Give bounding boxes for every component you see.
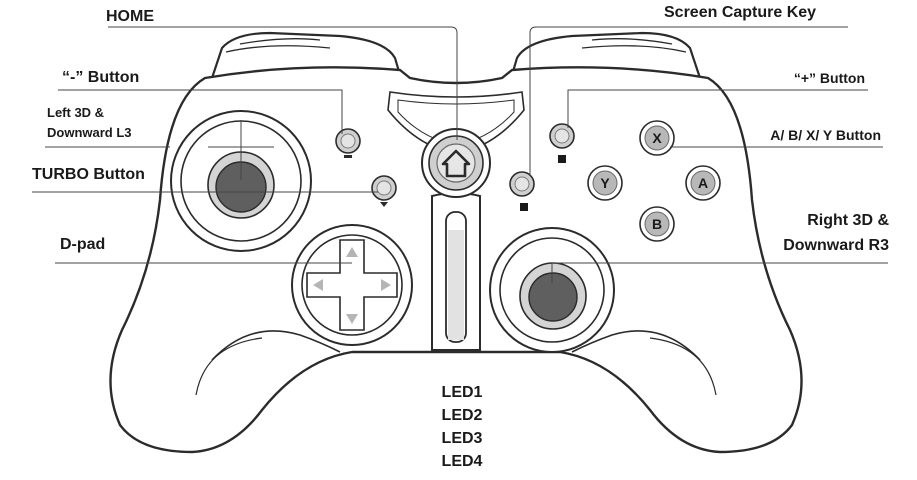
screen-capture-button-inner [514,176,530,192]
leader-right-3d [551,262,888,283]
face-button-a-letter: A [698,175,708,191]
label-home: HOME [106,8,154,25]
label-plus-button: “+” Button [793,70,865,86]
led-window-shade [448,230,464,340]
right-bumper-ridge [581,45,687,53]
center-top-panel-inner [397,99,515,143]
turbo-icon [380,202,388,207]
dpad-right-icon [381,279,391,291]
face-button-x-letter: X [652,130,662,146]
dpad-up-icon [346,247,358,257]
plus-icon [558,155,566,163]
leader-home [108,26,458,140]
left-bumper-ridge [239,38,321,45]
right-bumper-ridge [591,38,673,45]
minus-icon [344,155,352,158]
label-minus-button: “-” Button [62,69,140,86]
dpad-down-icon [346,314,358,324]
minus-button-inner [340,133,356,149]
label-led1: LED1 [441,384,483,401]
label-led4: LED4 [441,453,483,470]
leader-screen-capture [529,26,848,176]
face-button-y-letter: Y [600,175,610,191]
label-screen-capture: Screen Capture Key [664,4,817,21]
right-grip-contour-inner [649,337,717,396]
face-button-x: X [639,120,675,156]
left-grip-contour-inner [195,337,263,396]
center-top-panel [387,91,525,151]
label-left-3d-line2: Downward L3 [47,125,132,140]
face-button-y: Y [587,165,623,201]
label-led3: LED3 [441,430,483,447]
leader-minus [58,89,343,134]
turbo-button-inner [376,180,392,196]
label-abxy-button: A/ B/ X/ Y Button [770,127,881,143]
dpad-left-icon [313,279,323,291]
right-stick-cap [528,272,578,322]
screen-capture-icon [520,203,528,211]
leader-left-3d-crosshair [208,120,274,180]
left-bumper-ridge [225,45,331,53]
face-button-a: A [685,165,721,201]
plus-button-inner [554,128,570,144]
label-led2: LED2 [441,407,483,424]
label-right-3d-line2: Downward R3 [783,237,889,254]
led-label-list: LED1 LED2 LED3 LED4 [430,384,494,476]
label-dpad: D-pad [60,236,106,253]
dpad-cross [306,239,398,331]
left-grip-contour [211,330,341,361]
face-button-b: B [639,206,675,242]
leader-plus [567,89,868,128]
label-left-3d-line1: Left 3D & [47,105,105,120]
right-grip-contour [571,330,701,361]
label-turbo-button: TURBO Button [32,166,145,183]
face-button-b-letter: B [652,216,662,232]
label-right-3d-line1: Right 3D & [807,212,889,229]
home-icon [441,149,471,178]
